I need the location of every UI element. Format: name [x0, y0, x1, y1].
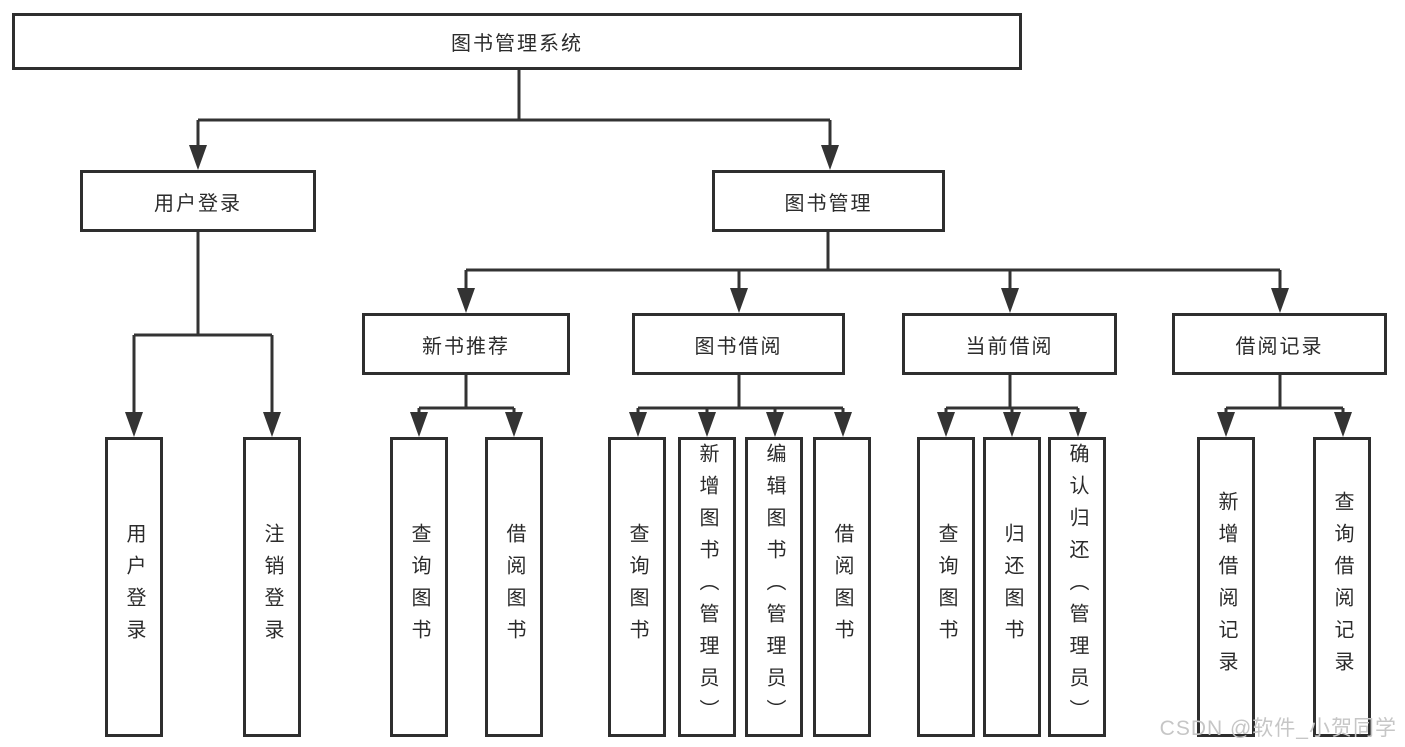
node-book-borrowing: 图书借阅 — [632, 313, 845, 375]
node-current-borrowing: 当前借阅 — [902, 313, 1117, 375]
connector-current-borrowing-children — [937, 375, 1087, 437]
arrowhead — [457, 288, 1289, 313]
leaf-add-borrow-record: 新增借阅记录 — [1197, 437, 1255, 737]
leaf-add-borrow-record-label: 新增借阅记录 — [1215, 491, 1237, 683]
leaf-user-login-label: 用户登录 — [123, 523, 145, 651]
leaf-query-books-recommendation-label: 查询图书 — [408, 523, 430, 651]
leaf-confirm-return-admin: 确认归还（管理员） — [1048, 437, 1106, 737]
node-new-book-recommendation: 新书推荐 — [362, 313, 570, 375]
csdn-watermark: CSDN @软件_小贺同学 — [1159, 717, 1397, 740]
leaf-query-books-recommendation: 查询图书 — [390, 437, 448, 737]
node-user-login: 用户登录 — [80, 170, 316, 232]
leaf-query-books-borrowing-label: 查询图书 — [626, 523, 648, 651]
leaf-return-books-label: 归还图书 — [1001, 523, 1023, 651]
arrowhead — [629, 412, 852, 437]
leaf-query-books-current-label: 查询图书 — [935, 523, 957, 651]
node-book-borrowing-label: 图书借阅 — [694, 335, 783, 358]
node-library-system-label: 图书管理系统 — [451, 33, 583, 55]
connector-root-to-level2 — [189, 70, 839, 170]
leaf-return-books: 归还图书 — [983, 437, 1041, 737]
arrowhead — [1217, 412, 1352, 437]
arrowhead — [937, 412, 1087, 437]
arrowhead — [410, 412, 523, 437]
node-library-system: 图书管理系统 — [12, 13, 1022, 70]
connector-new-book-recommendation-children — [410, 375, 523, 437]
leaf-edit-books-admin-label: 编辑图书（管理员） — [763, 443, 785, 731]
leaf-logout-label: 注销登录 — [261, 523, 283, 651]
node-book-management: 图书管理 — [712, 170, 945, 232]
connector-book-borrowing-children — [629, 375, 852, 437]
arrowhead — [189, 145, 839, 170]
node-borrowing-records: 借阅记录 — [1172, 313, 1387, 375]
leaf-edit-books-admin: 编辑图书（管理员） — [745, 437, 803, 737]
connector-user-login-children — [125, 232, 281, 437]
node-user-login-label: 用户登录 — [154, 192, 242, 215]
leaf-confirm-return-admin-label: 确认归还（管理员） — [1066, 443, 1088, 731]
leaf-query-books-current: 查询图书 — [917, 437, 975, 737]
leaf-user-login: 用户登录 — [105, 437, 163, 737]
node-book-management-label: 图书管理 — [784, 192, 873, 215]
leaf-borrow-books-label: 借阅图书 — [831, 523, 853, 651]
connector-book-management-children — [457, 232, 1289, 313]
leaf-add-books-admin: 新增图书（管理员） — [678, 437, 736, 737]
leaf-borrow-books-recommendation-label: 借阅图书 — [503, 523, 525, 651]
connector-borrowing-records-children — [1217, 375, 1352, 437]
node-borrowing-records-label: 借阅记录 — [1235, 335, 1324, 358]
node-new-book-recommendation-label: 新书推荐 — [422, 335, 510, 358]
leaf-query-borrow-record-label: 查询借阅记录 — [1331, 491, 1353, 683]
leaf-query-borrow-record: 查询借阅记录 — [1313, 437, 1371, 737]
leaf-borrow-books: 借阅图书 — [813, 437, 871, 737]
leaf-add-books-admin-label: 新增图书（管理员） — [696, 443, 718, 731]
leaf-logout: 注销登录 — [243, 437, 301, 737]
arrowhead — [125, 412, 281, 437]
leaf-query-books-borrowing: 查询图书 — [608, 437, 666, 737]
leaf-borrow-books-recommendation: 借阅图书 — [485, 437, 543, 737]
node-current-borrowing-label: 当前借阅 — [965, 335, 1054, 358]
